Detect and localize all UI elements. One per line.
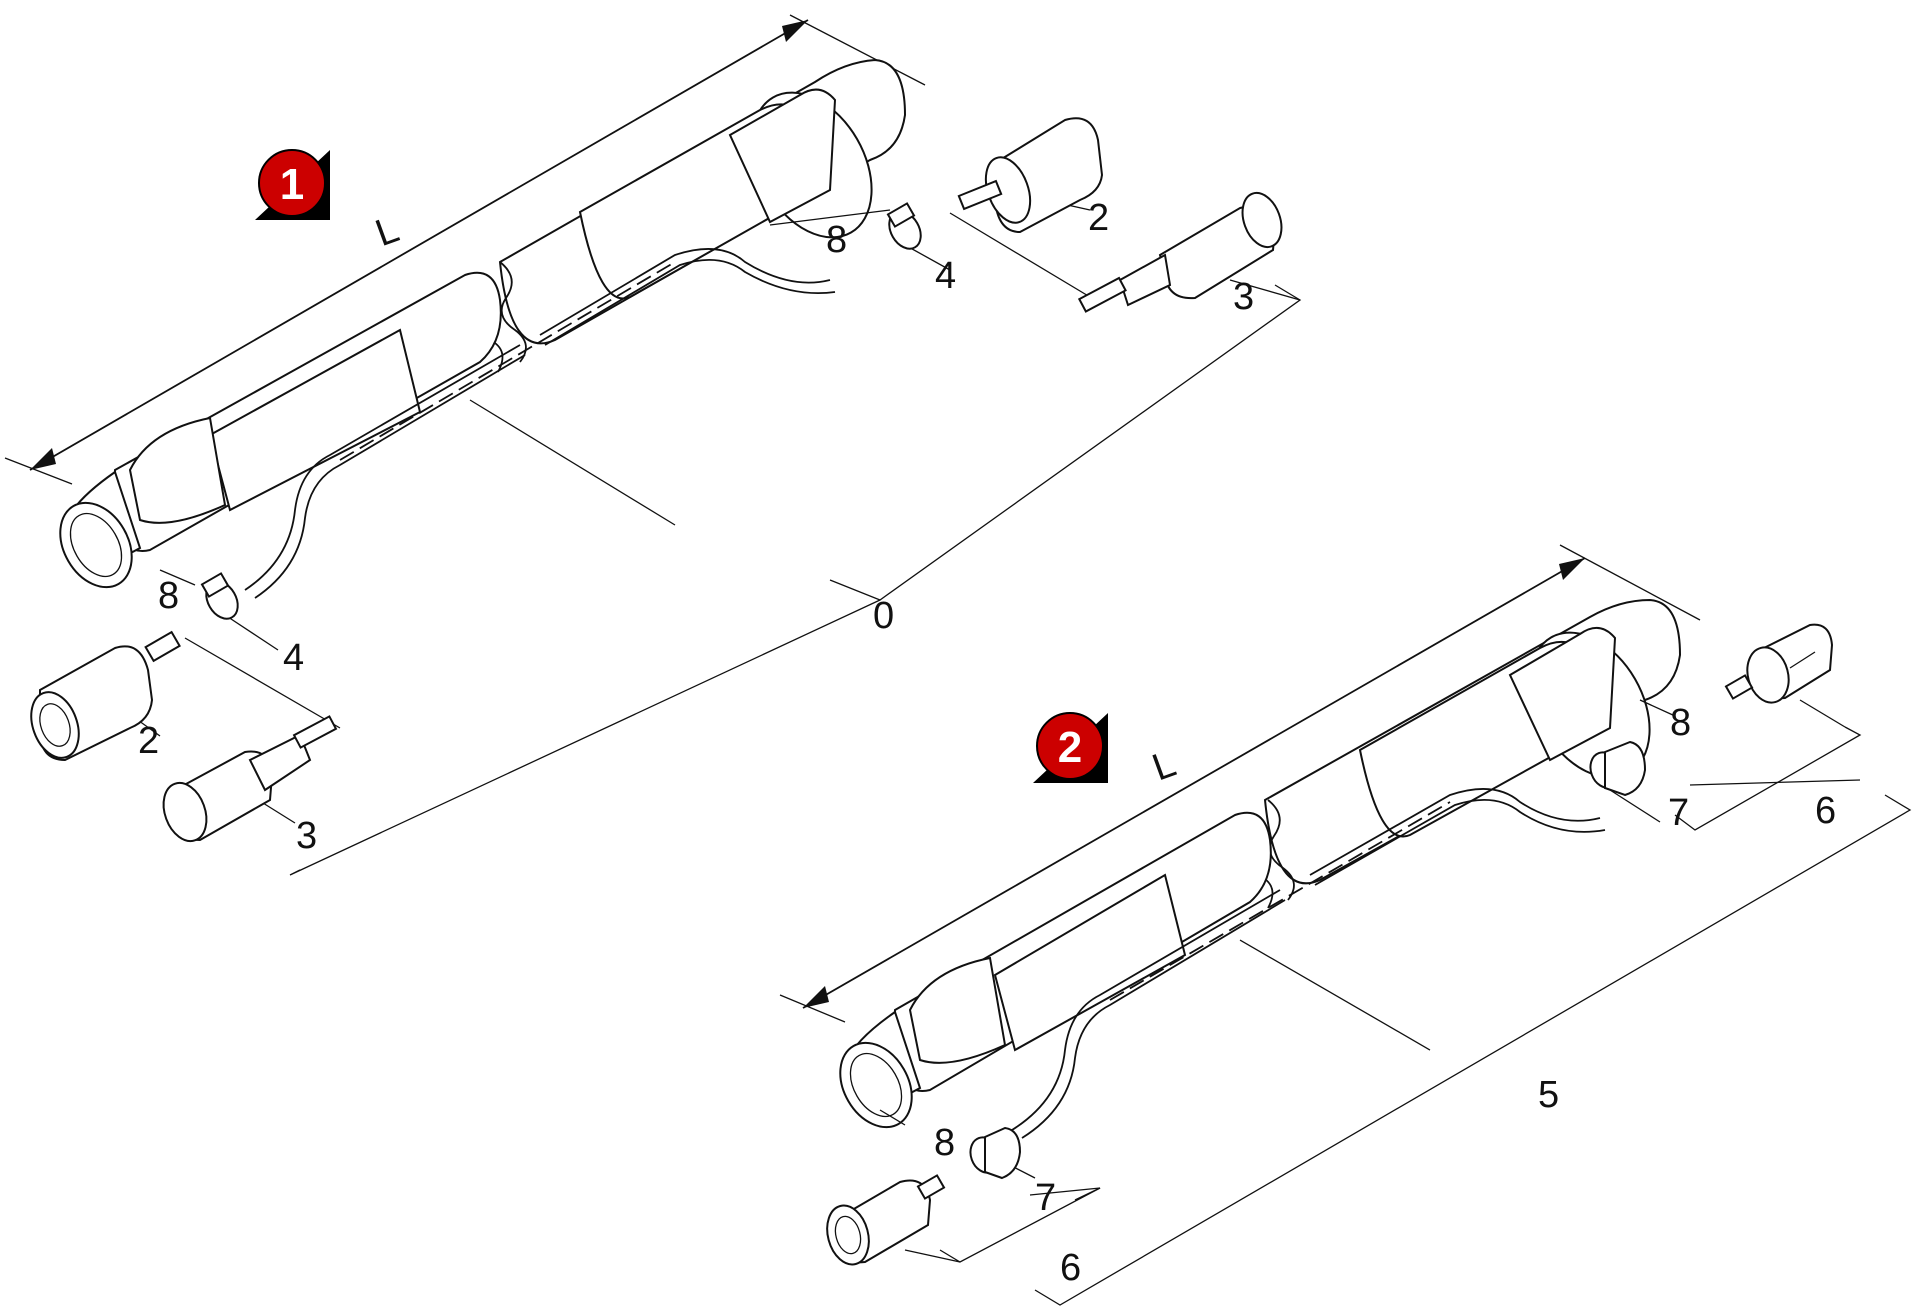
plug-coupling-icon (826, 1174, 946, 1266)
callout-4: 4 (283, 637, 304, 679)
callout-8: 8 (1670, 702, 1691, 744)
leader-lines-2 (879, 699, 1912, 1306)
badge-number-2: 2 (1058, 723, 1082, 772)
callout-2: 2 (1088, 197, 1109, 239)
callout-7: 7 (1668, 792, 1689, 834)
union-nut-icon (969, 1126, 1022, 1180)
callout-3: 3 (296, 815, 317, 857)
callout-6: 6 (1060, 1247, 1081, 1289)
length-dimension-2 (779, 544, 1701, 1023)
callout-4: 4 (935, 255, 956, 297)
callout-0: 0 (873, 595, 894, 637)
hose-tube-front-1 (59, 271, 502, 589)
assembly-badge-2: 2 (1033, 712, 1108, 783)
hose-tube-front-2 (839, 811, 1272, 1129)
quick-connector-icon (162, 715, 338, 843)
quick-connector-icon (1077, 191, 1283, 313)
union-nut-icon (1589, 740, 1647, 797)
plug-coupling-icon (1724, 623, 1834, 704)
callout-6: 6 (1815, 790, 1836, 832)
hose-coupling-icon (957, 117, 1104, 234)
callout-7: 7 (1035, 1177, 1056, 1219)
callout-8: 8 (158, 575, 179, 617)
badge-number-1: 1 (280, 160, 304, 209)
hose-clamp-icon (200, 572, 239, 620)
assembly-badge-1: 1 (255, 149, 330, 220)
hose-tube-rear-2 (1263, 598, 1682, 885)
dimension-label-1: L (370, 208, 404, 255)
assembly-2: 2 L 5 6 6 7 7 8 8 (779, 544, 1912, 1306)
callout-5: 5 (1538, 1074, 1559, 1116)
hose-coupling-icon (30, 630, 181, 762)
leader-lines-1 (134, 199, 1302, 876)
cable-1 (244, 248, 836, 599)
callout-3: 3 (1233, 276, 1254, 318)
dimension-label-2: L (1147, 743, 1181, 790)
length-dimension-1 (4, 14, 926, 485)
hose-clamp-icon (886, 202, 922, 250)
cable-2 (1011, 788, 1606, 1139)
callout-8: 8 (826, 219, 847, 261)
callout-2: 2 (138, 720, 159, 762)
callout-8: 8 (934, 1122, 955, 1164)
hose-tube-rear-1 (498, 58, 907, 345)
assembly-1: 1 L 0 2 2 3 3 4 4 8 8 (4, 14, 1302, 876)
